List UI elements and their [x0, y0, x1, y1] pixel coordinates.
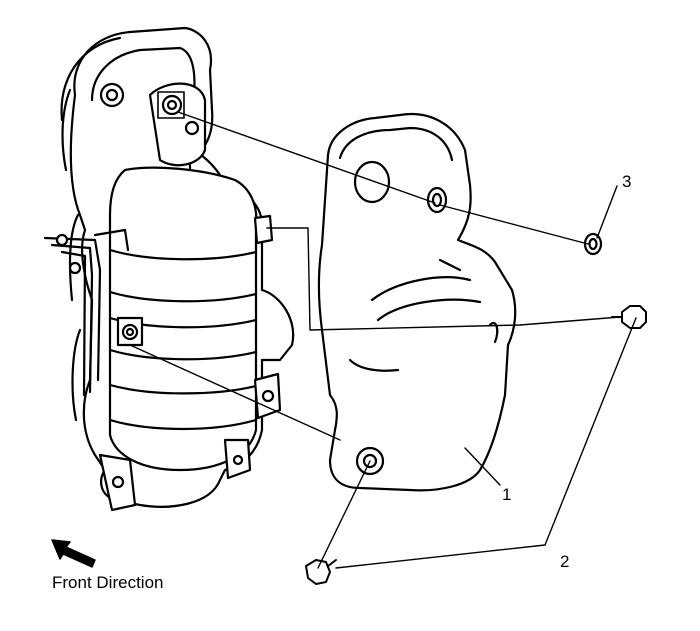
- callout-2: 2: [560, 552, 570, 571]
- callout-3-leader: [596, 185, 618, 239]
- alignment-lines: [129, 111, 637, 569]
- callout-2-leader: [335, 317, 637, 569]
- callout-1: 1: [502, 485, 512, 504]
- bolt-fastener-lower: [305, 559, 337, 585]
- catalytic-converter: [43, 26, 295, 512]
- heat-shield: [317, 112, 517, 492]
- callout-3: 3: [622, 172, 632, 191]
- arrow-up-left-icon: [51, 539, 96, 568]
- front-direction-label: Front Direction: [52, 573, 164, 592]
- nut-fastener: [583, 232, 603, 256]
- callout-1-leader: [464, 447, 501, 486]
